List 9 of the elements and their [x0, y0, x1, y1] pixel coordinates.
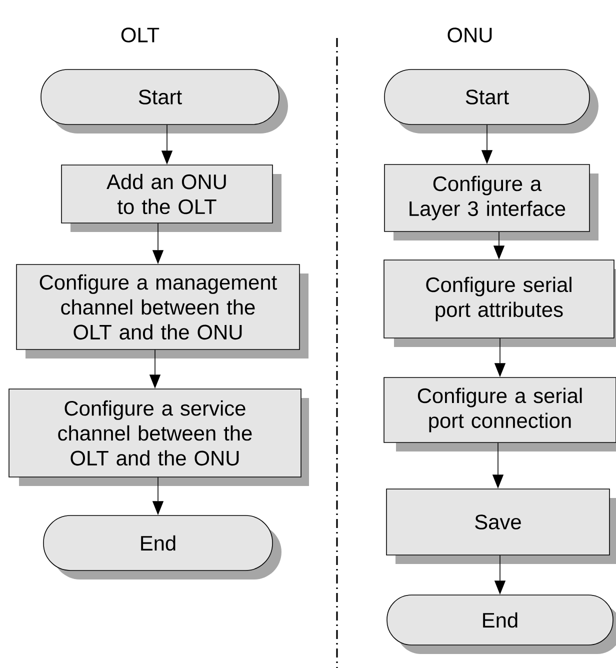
process-box: Add an ONU to the OLT: [61, 164, 282, 232]
process-box: Save: [386, 488, 616, 564]
column-heading: ONU: [448, 28, 492, 42]
process-box: Configure a Layer 3 interface: [384, 164, 598, 240]
process-box: Configure a management channel between the OLT and the ONU: [16, 264, 308, 358]
process-box: Configure a service channel between the OLT and the ONU: [8, 388, 309, 486]
process-box: Configure a serial port connection: [384, 377, 616, 452]
process-box: Configure serial port attributes: [384, 260, 616, 347]
column-heading: OLT: [121, 28, 160, 42]
